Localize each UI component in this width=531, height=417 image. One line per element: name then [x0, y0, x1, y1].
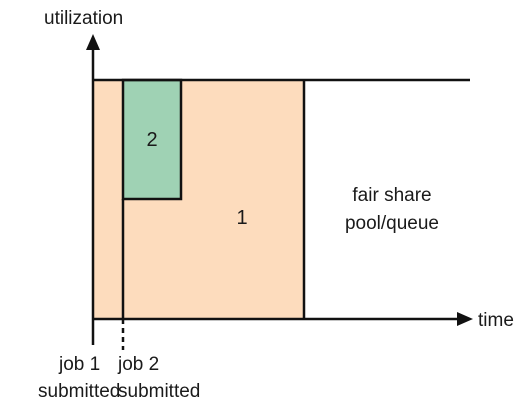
pool-label-line1: fair share [352, 185, 431, 206]
y-axis-arrowhead [86, 34, 100, 50]
y-axis-label: utilization [44, 8, 123, 29]
job1-submitted-line1: job 1 [58, 354, 100, 375]
job2-label: 2 [146, 129, 157, 151]
job1-submitted-line2: submitted [38, 381, 120, 402]
pool-label-line2: pool/queue [345, 213, 439, 234]
job2-submitted-line1: job 2 [117, 354, 159, 375]
x-axis-label: time [478, 310, 514, 331]
job2-block [121, 78, 183, 201]
job1-label: 1 [236, 207, 247, 229]
x-axis-arrowhead [457, 312, 473, 326]
job2-submitted-line2: submitted [118, 381, 200, 402]
